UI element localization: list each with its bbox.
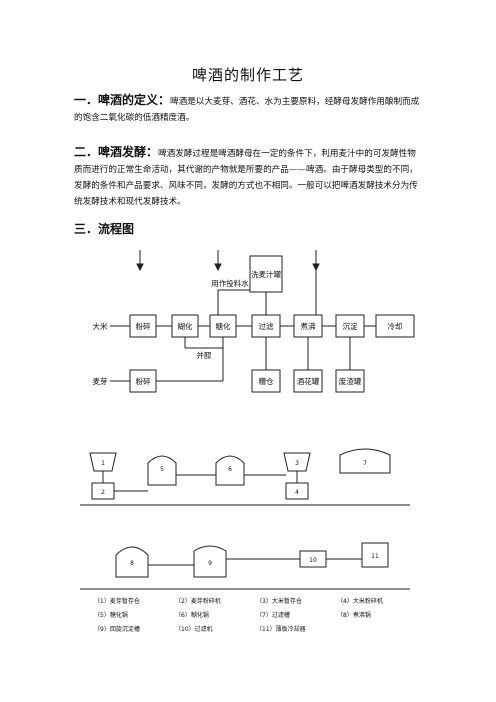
equipment-number: 4 (295, 489, 299, 496)
equipment-diagram: 1 2 3 4 5 6 7 8 9 10 11 （1）麦芽暂存仓 （2）麦芽粉碎… (80, 448, 410, 633)
label-wash-tank: 洗麦汁罐 (251, 269, 281, 279)
label-water: 用作投料水 (211, 278, 249, 288)
page-title: 啤酒的制作工艺 (191, 66, 304, 84)
section-text: 啤酒发酵过程是啤酒酵母在一定的条件下，利用麦汁中的可发酵性物质而进行的正常生命活… (74, 149, 418, 207)
equipment-number: 9 (208, 560, 212, 567)
section-heading: 二．啤酒发酵： (74, 145, 159, 159)
legend-item: （10）过滤机 (175, 625, 213, 633)
label-cool: 冷却 (388, 321, 403, 331)
label-liquefy: 糊化 (178, 321, 193, 331)
legend-item: （5）糖化锅 (94, 611, 128, 619)
equipment-number: 10 (309, 557, 317, 564)
label-residue: 废渣罐 (339, 376, 362, 386)
legend-item: （3）大米暂存仓 (256, 597, 302, 605)
equipment-number: 3 (295, 460, 299, 467)
label-rice: 大米 (93, 321, 108, 331)
section-heading: 三．流程图 (74, 222, 135, 236)
legend-item: （6）糊化锅 (175, 611, 209, 619)
equipment-number: 1 (101, 460, 105, 467)
label-crush: 粉碎 (136, 376, 151, 386)
legend-item: （1）麦芽暂存仓 (94, 597, 140, 605)
label-grain: 糟仓 (259, 376, 274, 386)
label-merge: 并醪 (197, 350, 212, 360)
equipment-number: 11 (371, 553, 379, 560)
label-saccharify: 糖化 (216, 321, 231, 331)
section-text: 啤酒是以大麦芽、酒花、水为主要原料，经酵母发酵作用酿制而成的饱含二氧化碳的低酒精… (74, 97, 420, 123)
section-heading: 一．啤酒的定义： (74, 93, 171, 107)
legend-item: （2）麦芽粉碎机 (175, 597, 221, 605)
label-malt: 麦芽 (93, 376, 108, 386)
equipment-number: 5 (160, 466, 164, 473)
label-settle: 沉淀 (343, 321, 358, 331)
legend-item: （11）薄板冷却器 (256, 625, 306, 633)
equipment-number: 2 (101, 489, 105, 496)
equipment-number: 7 (363, 460, 367, 467)
section-definition: 一．啤酒的定义：啤酒是以大麦芽、酒花、水为主要原料，经酵母发酵作用酿制而成的饱含… (74, 92, 424, 126)
legend-item: （4）大米粉碎机 (337, 597, 383, 605)
label-crush: 粉碎 (136, 321, 151, 331)
legend-item: （8）煮沸锅 (337, 611, 371, 619)
equipment-number: 8 (130, 560, 134, 567)
process-flow-diagram: 大米 麦芽 粉碎 粉碎 糊化 糖化 过滤 煮沸 沉淀 冷却 洗麦汁罐 用作投料水… (93, 250, 415, 393)
equipment-number: 6 (228, 466, 232, 473)
section-fermentation: 二．啤酒发酵：啤酒发酵过程是啤酒酵母在一定的条件下，利用麦汁中的可发酵性物质而进… (74, 144, 424, 210)
label-boil: 煮沸 (301, 321, 316, 331)
label-hops-tank: 酒花罐 (297, 376, 320, 386)
legend-item: （9）回旋沉淀槽 (94, 625, 140, 633)
label-filter: 过滤 (259, 321, 274, 331)
legend-item: （7）过滤槽 (256, 611, 290, 619)
